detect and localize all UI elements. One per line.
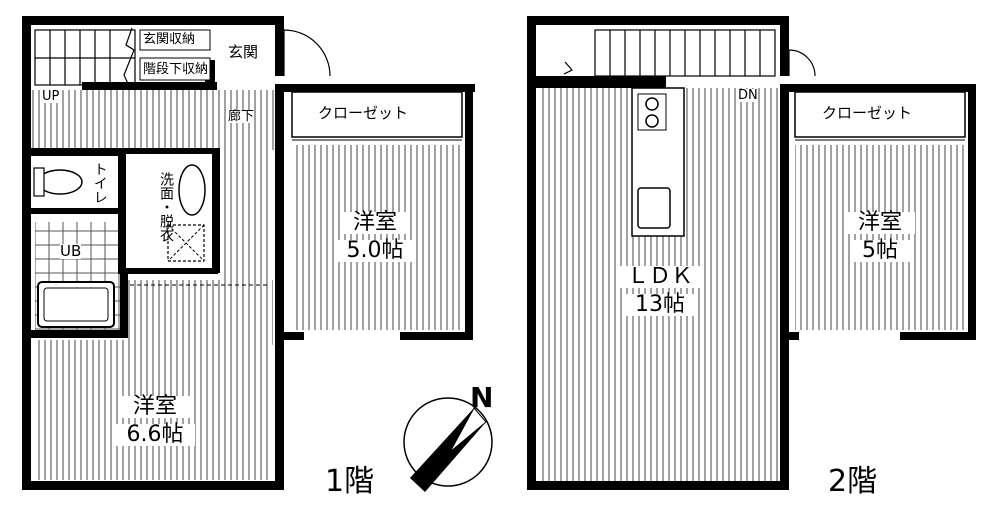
wall — [900, 332, 976, 340]
wall — [30, 208, 120, 214]
label-floor1-room-b: 洋室 — [120, 396, 190, 418]
label-toilet: トイレ — [91, 162, 108, 204]
wall — [284, 332, 304, 340]
floor2-room-flooring — [795, 145, 965, 330]
wall — [780, 84, 975, 92]
wall — [82, 82, 217, 90]
wall — [120, 270, 128, 338]
label-genkan: 玄関 — [228, 43, 259, 61]
compass-rose — [403, 397, 493, 492]
wall — [968, 84, 976, 340]
label-ldk-size: 13帖 — [625, 294, 695, 316]
label-genkan-storage: 玄関収納 — [143, 32, 196, 47]
wall — [536, 76, 666, 88]
label-floor2-room: 洋室 — [845, 212, 915, 234]
wall — [400, 332, 473, 340]
label-corridor: 廊下 — [228, 109, 255, 124]
wall — [780, 16, 789, 76]
label-dn: DN — [738, 88, 758, 103]
bathtub-fixture — [37, 281, 115, 328]
wall — [30, 330, 125, 338]
wall — [527, 16, 789, 25]
floor1-title: 1階 — [325, 464, 375, 499]
kitchen-sink — [637, 187, 671, 229]
floor1-stairs — [34, 27, 136, 89]
label-floor1-closet: クローゼット — [318, 104, 409, 122]
label-under-stairs-storage: 階段下収納 — [143, 62, 209, 77]
entrance-door — [283, 29, 331, 77]
label-up: UP — [42, 89, 60, 104]
wall — [789, 332, 799, 340]
stove-burner — [645, 97, 659, 111]
floor2-title: 2階 — [828, 464, 878, 499]
wall — [212, 148, 220, 273]
wall — [118, 148, 126, 273]
wall — [22, 16, 31, 490]
wall — [465, 84, 473, 340]
label-bath: UB — [60, 242, 82, 260]
floor2-stairs — [563, 29, 776, 77]
compass-north-label: N — [470, 381, 494, 414]
wall — [527, 481, 789, 490]
wall — [780, 84, 789, 490]
label-washroom: 洗面・脱衣 — [158, 172, 174, 242]
label-floor1-room-a-size: 5.0帖 — [335, 240, 415, 262]
label-floor1-room-a: 洋室 — [340, 212, 410, 234]
wall — [118, 148, 218, 154]
label-floor2-room-size: 5帖 — [850, 240, 910, 262]
wall — [22, 16, 284, 25]
stove-burner — [645, 114, 659, 128]
washbasin-fixture — [178, 164, 206, 216]
wall — [275, 84, 475, 92]
wall — [30, 148, 120, 156]
wall — [527, 16, 536, 490]
wall — [275, 90, 284, 490]
label-floor1-room-b-size: 6.6帖 — [115, 424, 195, 446]
wall — [118, 268, 218, 274]
wall — [22, 481, 284, 490]
label-floor2-closet: クローゼット — [822, 104, 913, 122]
wall — [275, 16, 284, 76]
floor1-room-a-flooring — [292, 145, 462, 330]
label-ldk: ＬＤＫ — [620, 266, 700, 288]
